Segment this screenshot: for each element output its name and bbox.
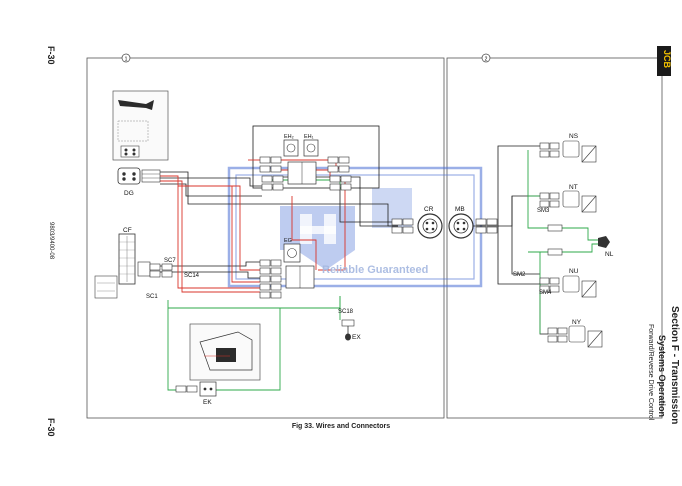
label-sc18: SC18: [338, 309, 354, 315]
ek-connector: [199, 381, 217, 397]
topic-title: Forward/Reverse Drive Control: [647, 324, 654, 421]
ek-detail-box: [189, 323, 261, 381]
label-dg: DG: [124, 190, 134, 197]
label-sm4: SM4: [539, 290, 552, 296]
green-wires: [167, 150, 598, 391]
cr-connector: [417, 213, 443, 239]
label-sm3: SM3: [537, 208, 550, 214]
svg-text:JCB: JCB: [662, 50, 672, 69]
jcb-logo: JCB: [657, 46, 672, 76]
label-nl: NL: [605, 251, 614, 258]
label-nu: NU: [569, 268, 579, 275]
solenoid-ny: [547, 325, 603, 348]
dg-detail-box: [112, 90, 169, 161]
nl-indicator: [547, 224, 610, 256]
eh-modules: [283, 139, 319, 185]
figure-caption: Fig 33. Wires and Connectors: [291, 423, 391, 430]
label-sc14: SC14: [184, 273, 200, 279]
label-ek: EK: [203, 399, 212, 406]
solenoid-ns: [539, 140, 597, 163]
left-panel-frame: [86, 57, 445, 419]
solenoid-nu: [539, 275, 597, 298]
mb-connector: [448, 213, 474, 239]
dg-connector: [117, 167, 161, 185]
page-number-top: F-30: [46, 46, 56, 65]
eg-module: [283, 243, 315, 289]
inline-plugs: [149, 156, 498, 393]
watermark-logo: [227, 166, 483, 288]
panel-marker-1: 1: [121, 53, 131, 63]
right-panel-frame: [446, 57, 663, 419]
splice-labels: SC7 SC14 SC1 SC18 SM3 SM2 SM4: [146, 208, 552, 315]
red-wires: [160, 159, 348, 293]
label-eh2: EH₁: [304, 134, 314, 140]
svg-text:1: 1: [125, 57, 128, 63]
solenoid-nt: [539, 190, 597, 213]
svg-text:2: 2: [485, 57, 488, 63]
section-title: Section F - Transmission: [669, 306, 680, 425]
label-nt: NT: [569, 184, 578, 191]
label-sc1: SC1: [146, 294, 158, 300]
label-cf: CF: [123, 227, 132, 234]
subsection-title: Systems Operation: [657, 335, 667, 418]
watermark-text: Reliable Guaranteed: [322, 264, 429, 276]
label-ny: NY: [572, 319, 582, 326]
label-ns: NS: [569, 133, 579, 140]
label-cr: CR: [424, 206, 434, 213]
panel-marker-2: 2: [481, 53, 491, 63]
cf-connector: [94, 233, 151, 299]
label-ex: EX: [352, 334, 361, 341]
label-mb: MB: [455, 206, 465, 213]
label-eg: EG: [284, 238, 292, 244]
component-labels: DG CF EH₂ EH₁ EG CR MB NS NT NL NU NY EK…: [123, 133, 614, 406]
label-sm2: SM2: [513, 272, 526, 278]
document-number: 9803/9400-08: [48, 222, 54, 260]
ex-connector: [345, 326, 351, 341]
label-eh1: EH₂: [284, 134, 294, 140]
label-sc7: SC7: [164, 258, 176, 264]
